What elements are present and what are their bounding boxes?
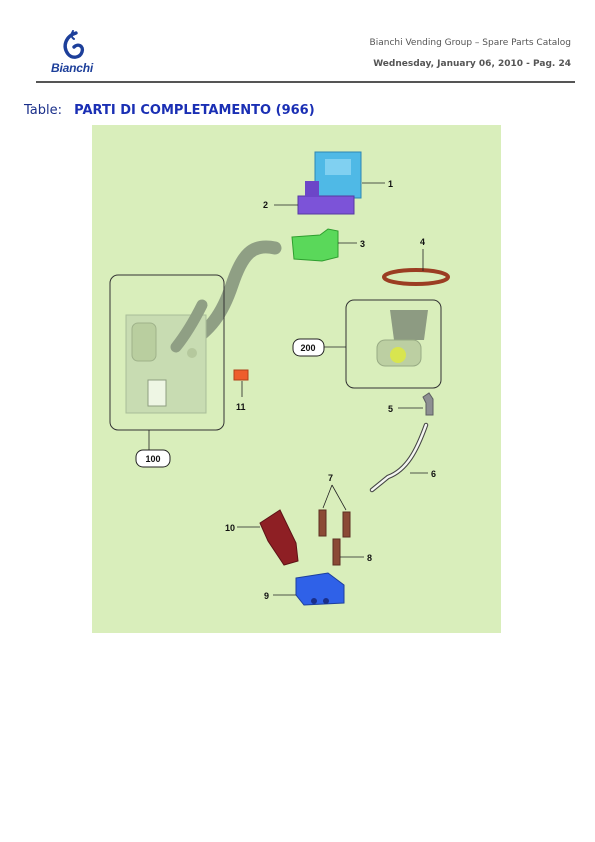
- part-5-elbow: [422, 392, 434, 416]
- callout-8: 8: [367, 553, 372, 563]
- machine-panel-shape: [131, 322, 157, 362]
- inner-hose-shape: [170, 299, 208, 353]
- part-4-gasket: [382, 268, 450, 286]
- part-2-holder: [297, 195, 355, 215]
- machine-knob-shape: [187, 348, 197, 358]
- part-7-pin-b: [342, 511, 351, 538]
- part-3-funnel: [291, 228, 339, 262]
- part-7-pin-a: [318, 509, 327, 537]
- assembly-100: [109, 274, 225, 431]
- header-divider: [36, 81, 575, 83]
- swirl-logo-icon: [63, 30, 85, 59]
- callout-7: 7: [328, 473, 333, 483]
- callout-line-7a: [322, 484, 333, 509]
- callout-10: 10: [225, 523, 235, 533]
- part-2-support: [305, 181, 319, 197]
- part-8-pin: [332, 538, 341, 566]
- part-9-hole-a: [311, 598, 317, 604]
- callout-200: 200: [300, 343, 315, 353]
- machine-socket-shape: [147, 379, 167, 407]
- callout-box-200: [292, 338, 325, 357]
- callout-1: 1: [388, 179, 393, 189]
- part-10-chute: [259, 509, 299, 566]
- table-label: Table:: [24, 103, 62, 118]
- grinder-gear-shape: [390, 347, 406, 363]
- assembly-100-frame: [109, 274, 225, 431]
- callout-line-7b: [331, 484, 347, 511]
- table-title: Table: PARTI DI COMPLETAMENTO (966): [24, 103, 315, 118]
- date-page: Wednesday, January 06, 2010 - Pag. 24: [373, 59, 571, 69]
- grinder-hopper-shape: [390, 310, 428, 340]
- callout-100: 100: [145, 454, 160, 464]
- callout-box-100: [135, 449, 171, 468]
- part-1-opening: [325, 159, 351, 175]
- catalog-title: Bianchi Vending Group – Spare Parts Cata…: [369, 38, 571, 48]
- bianchi-logo: Bianchi: [38, 30, 106, 76]
- logo-wordmark: Bianchi: [51, 61, 93, 75]
- parts-diagram: 100 1 2 3 4 200 11 5 6 7 8: [92, 125, 501, 633]
- part-11-cap: [233, 369, 249, 381]
- assembly-200: [345, 299, 442, 389]
- callout-9: 9: [264, 591, 269, 601]
- assembly-200-frame: [345, 299, 442, 389]
- callout-6: 6: [431, 469, 436, 479]
- callout-4: 4: [420, 237, 425, 247]
- callout-5: 5: [388, 404, 393, 414]
- part-6-tube-inner: [370, 423, 428, 492]
- callout-3: 3: [360, 239, 365, 249]
- part-9-hole-b: [323, 598, 329, 604]
- callout-11: 11: [236, 402, 246, 412]
- callout-2: 2: [263, 200, 268, 210]
- table-name: PARTI DI COMPLETAMENTO (966): [74, 103, 315, 118]
